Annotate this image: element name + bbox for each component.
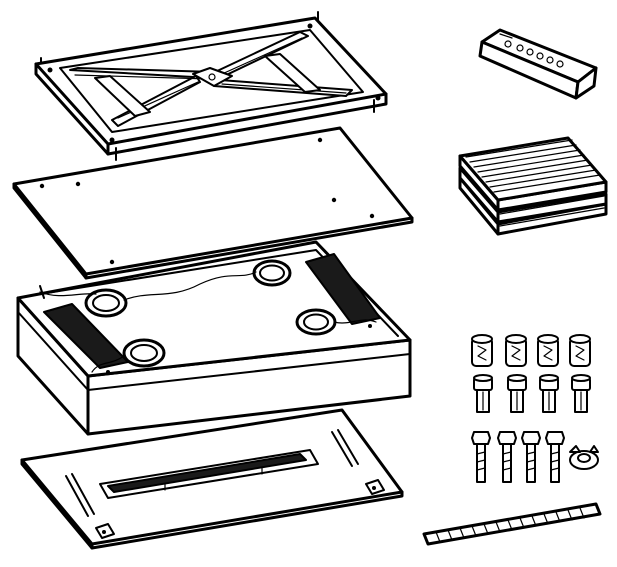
anchor-icon [569, 334, 591, 367]
hood-body-icon [16, 240, 412, 436]
mounting-frame-icon [34, 11, 388, 161]
anchor-icon [537, 334, 559, 367]
bushing-icon [539, 374, 559, 413]
bushing-icon [507, 374, 527, 413]
bushing-icon [473, 374, 493, 413]
bottom-panel-icon [20, 408, 404, 550]
light-icon [122, 338, 166, 368]
filter-mesh [465, 139, 601, 193]
threaded-rod-icon [422, 502, 602, 546]
bushing-icon [571, 374, 591, 413]
light-icon [84, 288, 128, 318]
remote-control-icon [478, 28, 598, 100]
anchor-icon [471, 334, 493, 367]
wing-nut-icon [569, 445, 599, 470]
flat-panel-icon [12, 126, 414, 280]
light-icon [295, 308, 337, 336]
light-icon [252, 259, 292, 287]
bolt-icon [521, 431, 541, 483]
filter-icon [458, 136, 608, 236]
right-grille [305, 253, 381, 325]
anchor-icon [505, 334, 527, 367]
bolt-icon [545, 431, 565, 483]
bolt-icon [471, 431, 491, 483]
bolt-icon [497, 431, 517, 483]
